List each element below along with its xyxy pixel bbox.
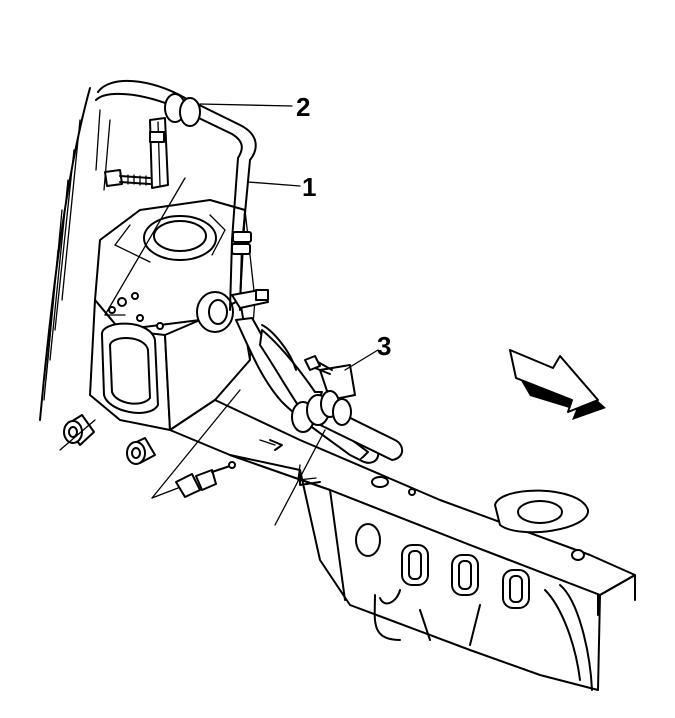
loose-hardware <box>63 414 236 498</box>
frame-rail <box>169 399 636 691</box>
callout-3: 3 <box>377 331 391 361</box>
hose-assembly <box>95 79 404 464</box>
callout-1: 1 <box>302 172 316 202</box>
leader-lines <box>59 103 379 526</box>
wheelhouse-structure <box>89 199 256 431</box>
callout-2: 2 <box>296 92 310 122</box>
body-panel-left <box>39 87 111 421</box>
forward-arrow-icon <box>509 349 606 420</box>
